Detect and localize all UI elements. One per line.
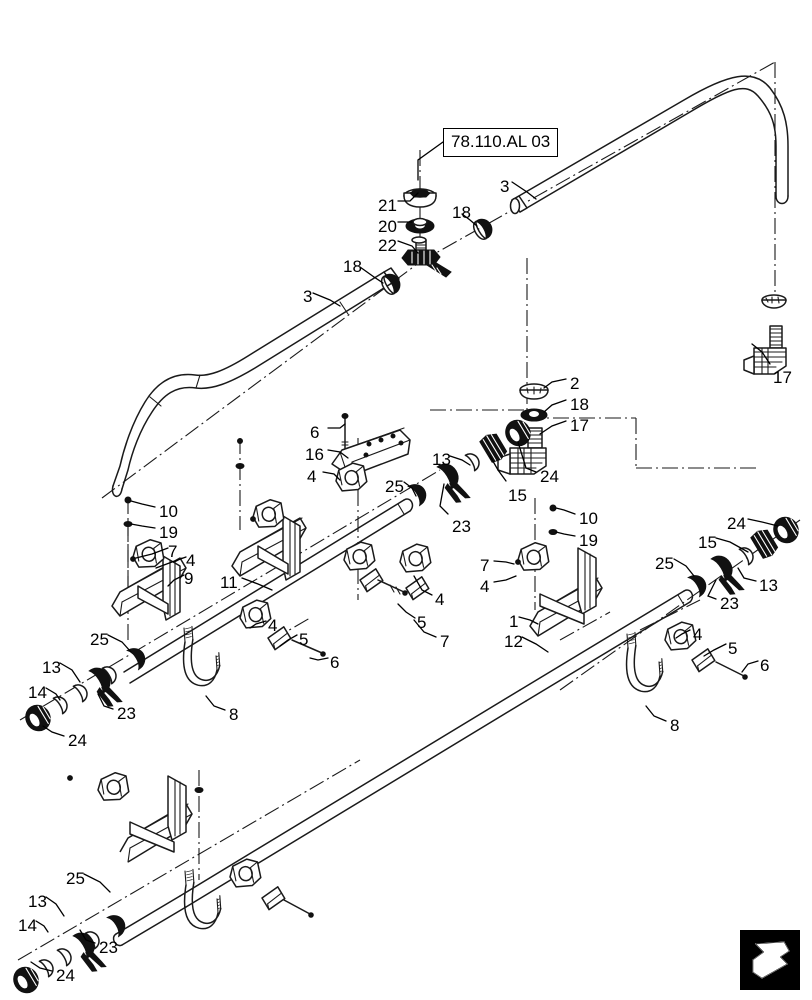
callout-3-right-hose: 3 (500, 177, 510, 196)
callout-10-right: 10 (579, 509, 598, 528)
callout-13-left: 13 (42, 658, 61, 677)
callout-19-left: 19 (159, 523, 178, 542)
callout-14-left: 14 (28, 683, 47, 702)
reference-callout-box: 78.110.AL 03 (443, 128, 559, 157)
callout-6-mid: 6 (330, 653, 340, 672)
callout-4-mid-right: 4 (435, 590, 445, 609)
arrow-mark-logo (740, 930, 800, 990)
callout-23-bottom: 23 (99, 938, 118, 957)
callout-5-mid-right: 5 (417, 613, 427, 632)
callout-5-far-right: 5 (728, 639, 738, 658)
callout-17-right: 17 (773, 368, 792, 387)
callout-7-mid-right: 7 (440, 632, 450, 651)
callout-24-left: 24 (68, 731, 87, 750)
callout-3-left-hose: 3 (303, 287, 313, 306)
callout-23-right: 23 (720, 594, 739, 613)
callout-25-center: 25 (385, 477, 404, 496)
callout-23-center: 23 (452, 517, 471, 536)
callout-24-bottom: 24 (56, 966, 75, 985)
callout-20: 20 (378, 217, 397, 236)
callout-25-left: 25 (90, 630, 109, 649)
callout-12: 12 (504, 632, 523, 651)
callout-6-far-right: 6 (760, 656, 770, 675)
callout-18-middle: 18 (570, 395, 589, 414)
callout-8-right: 8 (670, 716, 680, 735)
callout-13-right: 13 (759, 576, 778, 595)
callout-24-center: 24 (540, 467, 559, 486)
callout-11: 11 (220, 573, 238, 592)
callout-4-mid: 4 (268, 616, 278, 635)
callout-25-right: 25 (655, 554, 674, 573)
callout-25-bottom: 25 (66, 869, 85, 888)
callout-13-bottom: 13 (28, 892, 47, 911)
arrow-mark-icon (740, 930, 800, 990)
callout-13-center: 13 (432, 450, 451, 469)
callout-22: 22 (378, 236, 397, 255)
callout-4-left: 4 (186, 551, 196, 570)
callout-10-left: 10 (159, 502, 178, 521)
callout-7-left: 7 (168, 542, 178, 561)
callout-24-right: 24 (727, 514, 746, 533)
callout-7-right: 7 (480, 556, 490, 575)
callout-17-middle: 17 (570, 416, 589, 435)
callout-6-plate: 6 (310, 423, 320, 442)
callout-8-left: 8 (229, 705, 239, 724)
callout-16: 16 (305, 445, 324, 464)
callout-4-right: 4 (480, 577, 490, 596)
callout-2: 2 (570, 374, 580, 393)
callout-1: 1 (509, 612, 519, 631)
callout-15-right: 15 (698, 533, 717, 552)
callout-15-center: 15 (508, 486, 527, 505)
callout-21: 21 (378, 196, 397, 215)
callout-18-top-left: 18 (343, 257, 362, 276)
callout-23-left: 23 (117, 704, 136, 723)
callout-4-plate: 4 (307, 467, 317, 486)
callout-4-far-right: 4 (693, 625, 703, 644)
callout-18-top-right: 18 (452, 203, 471, 222)
callout-9: 9 (184, 569, 194, 588)
callout-5-mid: 5 (299, 630, 309, 649)
callout-19-right: 19 (579, 531, 598, 550)
callout-14-bottom: 14 (18, 916, 37, 935)
